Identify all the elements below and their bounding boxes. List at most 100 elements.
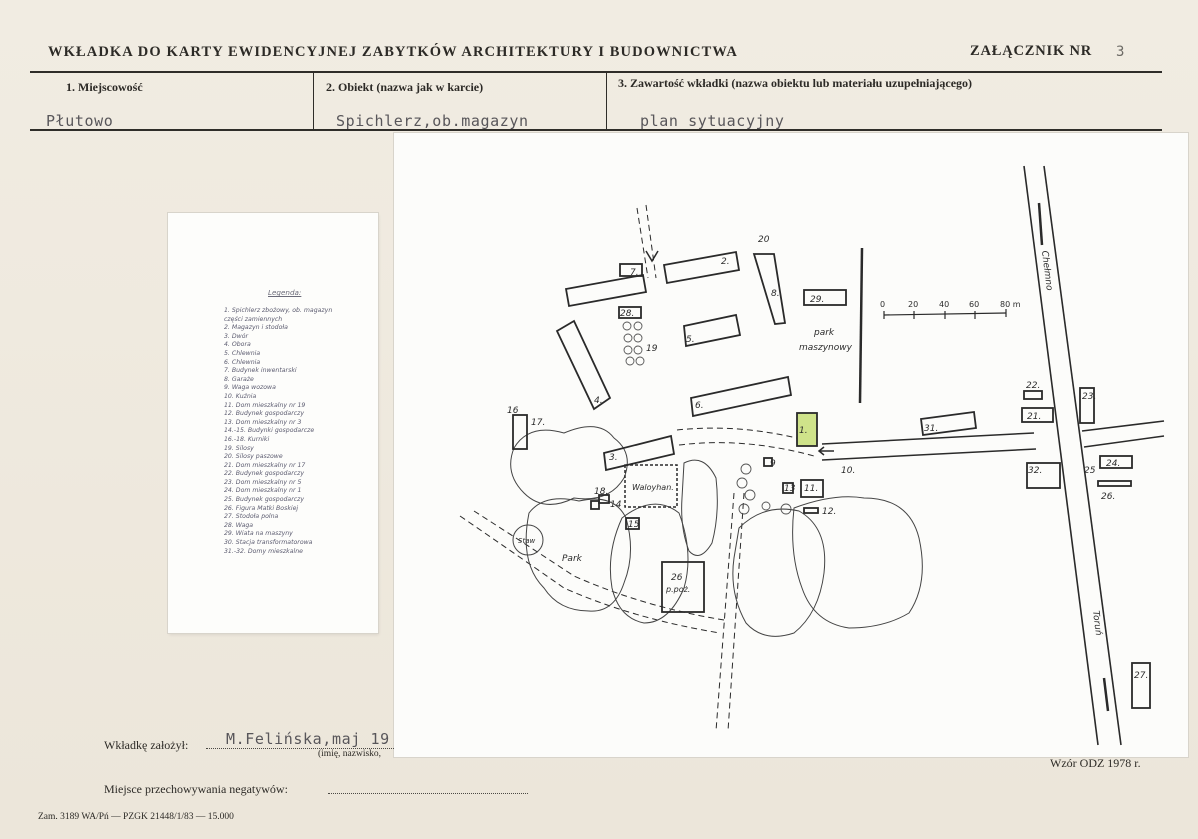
map-label-b16: 16 [507, 406, 519, 416]
object-label: 2. Obiekt (nazwa jak w karcie) [326, 80, 484, 94]
column-divider-2 [606, 73, 607, 129]
park-tree-outlines [510, 426, 923, 637]
map-label-b6: 6. [695, 401, 704, 411]
annex-number: 3 [1116, 44, 1125, 60]
legend-item: 9. Waga wozowa [224, 384, 276, 392]
road-edge-marker [1037, 202, 1044, 246]
legend-item: 6. Chlewnia [224, 358, 261, 366]
annex-label: ZAŁĄCZNIK NR [970, 43, 1092, 59]
storage-line [328, 793, 528, 794]
map-label-b25: 25 [1084, 466, 1096, 476]
legend-item: 29. Wiata na maszyny [224, 530, 293, 538]
founder-note: (imię, nazwisko, [318, 749, 382, 759]
header-rule-top [30, 71, 1162, 73]
arrows [645, 250, 834, 456]
legend-item: 8. Garaże [224, 375, 254, 383]
map-label-b19: 19 [646, 344, 658, 354]
locality-label: 1. Miejscowość [66, 80, 143, 94]
legend-item: części zamiennych [224, 315, 283, 323]
legend-item: 20. Silosy paszowe [224, 453, 283, 461]
map-label-pond: Staw [518, 537, 535, 545]
column-divider-1 [313, 73, 314, 129]
site-plan-photo: 1. 2. 3. 4. 5. 6. 7. 8. 9 10. 11. 12. 13… [394, 133, 1188, 757]
scale-label-40: 40 [939, 300, 949, 309]
map-label-b13: 13 [784, 484, 796, 494]
map-label-figure: 26 [671, 573, 683, 583]
map-label-b18: 18. [594, 487, 608, 497]
map-label-b22: 22. [1026, 381, 1040, 391]
map-label-b21: 21. [1027, 412, 1041, 422]
legend-item: 31.-32. Domy mieszkalne [224, 547, 303, 555]
map-label-b8: 8. [771, 289, 780, 299]
legend-item: 27. Stodoła polna [224, 513, 279, 521]
founder-value: M.Felińska,maj 19 [226, 730, 390, 748]
map-label-figure-sub: p.poż. [665, 585, 690, 594]
map-label-park-2: maszynowy [799, 343, 853, 353]
legend-item: 19. Silosy [224, 444, 254, 452]
map-label-b11: 11. [804, 484, 818, 494]
legend-item: 26. Figura Matki Boskiej [224, 504, 299, 512]
legend-item: 14.-15. Budynki gospodarcze [224, 427, 315, 435]
map-label-b31: 31. [924, 424, 938, 434]
model-label: Wzór ODZ 1978 r. [1050, 756, 1141, 770]
scale-label-0: 0 [880, 300, 885, 309]
map-label-b14: 14 [610, 500, 622, 510]
legend-card: Legenda: 1. Spichlerz zbożowy, ob. magaz… [168, 213, 378, 633]
map-label-b12: 12. [822, 507, 836, 517]
map-label-manor: Waloyhan. [632, 483, 674, 492]
legend-item: 10. Kuźnia [224, 392, 257, 400]
map-label-b20: 20 [758, 235, 770, 245]
legend-item: 13. Dom mieszkalny nr 3 [224, 418, 302, 426]
legend-item: 24. Dom mieszkalny nr 1 [224, 487, 302, 495]
map-label-b29: 29. [810, 295, 824, 305]
map-label-b17: 17. [531, 418, 545, 428]
content-value: plan sytuacyjny [640, 112, 785, 130]
map-label-road-north: Chełmno [1039, 250, 1054, 291]
map-label-b15: 15 [628, 520, 640, 530]
building-outlines [512, 250, 1151, 709]
legend-title: Legenda: [268, 288, 302, 297]
object-value: Spichlerz,ob.magazyn [336, 112, 529, 130]
map-label-road-south: Toruń [1090, 610, 1103, 636]
dashed-paths [459, 204, 815, 732]
form-title: WKŁADKA DO KARTY EWIDENCYJNEJ ZABYTKÓW A… [48, 44, 738, 60]
map-label-b9: 9 [770, 459, 776, 469]
legend-item: 7. Budynek inwentarski [224, 367, 297, 375]
legend-item: 11. Dom mieszkalny nr 19 [224, 401, 306, 409]
legend-item: 12. Budynek gospodarczy [224, 410, 305, 418]
main-road [1023, 165, 1122, 746]
scale-label-80: 80 m [1000, 300, 1021, 309]
map-label-b10: 10. [841, 466, 855, 476]
map-label-b7: 7. [630, 268, 639, 278]
road-edge-marker-south [1102, 677, 1110, 712]
map-label-b28: 28. [620, 309, 634, 319]
map-label-b1: 1. [799, 426, 808, 436]
content-label: 3. Zawartość wkładki (nazwa obiektu lub … [618, 76, 973, 90]
header-rule-bottom [30, 129, 1162, 131]
legend-item: 2. Magazyn i stodoła [224, 324, 288, 332]
scale-bar [883, 309, 1007, 319]
storage-label: Miejsce przechowywania negatywów: [104, 782, 288, 796]
side-road [821, 420, 1165, 461]
legend-item: 30. Stacja transformatorowa [224, 539, 313, 547]
map-label-b2: 2. [721, 257, 730, 267]
scale-label-60: 60 [969, 300, 979, 309]
map-label-park-1: park [813, 328, 835, 338]
founder-line [206, 748, 394, 749]
map-label-b3: 3. [609, 453, 618, 463]
map-label-b23: 23. [1082, 392, 1096, 402]
map-label-park: Park [562, 554, 583, 564]
map-label-b26: 26. [1101, 492, 1115, 502]
founder-label: Wkładkę założył: [104, 738, 189, 752]
map-label-b5: 5. [686, 335, 695, 345]
legend-item: 22. Budynek gospodarczy [224, 470, 305, 478]
scale-label-20: 20 [908, 300, 918, 309]
legend-list: 1. Spichlerz zbożowy, ob. magazyn części… [224, 307, 374, 556]
machine-park-fence [858, 247, 864, 404]
legend-item: 21. Dom mieszkalny nr 17 [224, 461, 306, 469]
legend-item: 23. Dom mieszkalny nr 5 [224, 478, 302, 486]
legend-item: 28. Waga [224, 521, 254, 529]
map-label-b4: 4. [594, 396, 603, 406]
site-plan-drawing: 1. 2. 3. 4. 5. 6. 7. 8. 9 10. 11. 12. 13… [459, 165, 1165, 746]
